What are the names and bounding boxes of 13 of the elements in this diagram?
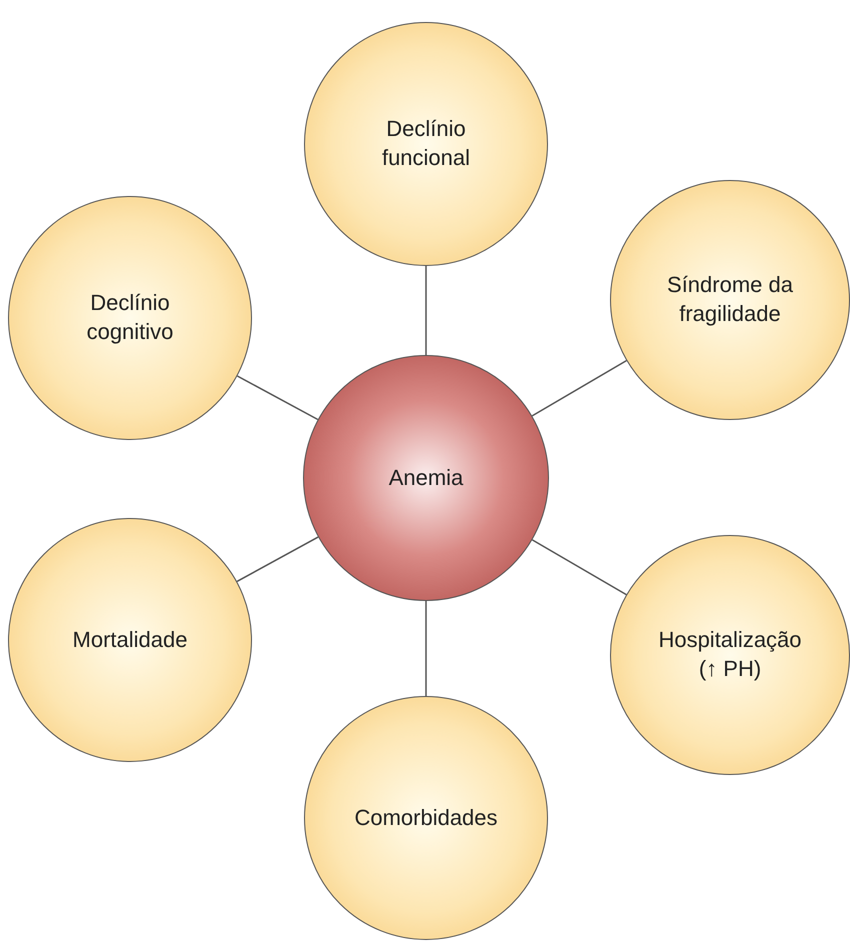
connector-line — [425, 601, 427, 696]
node-label: Anemia — [388, 464, 464, 492]
connector-line — [425, 266, 427, 355]
node-label: Hospitalização (↑ PH) — [657, 626, 803, 683]
node-label: Comorbidades — [354, 804, 498, 832]
connector-line — [236, 375, 318, 420]
node-label: Mortalidade — [72, 626, 188, 654]
node-label: Síndrome da fragilidade — [666, 271, 794, 328]
node-label: Declínio funcional — [380, 115, 472, 172]
node-label: Declínio cognitivo — [86, 289, 174, 346]
connector-line — [532, 360, 627, 416]
connector-line — [532, 539, 627, 596]
connector-line — [236, 536, 318, 582]
